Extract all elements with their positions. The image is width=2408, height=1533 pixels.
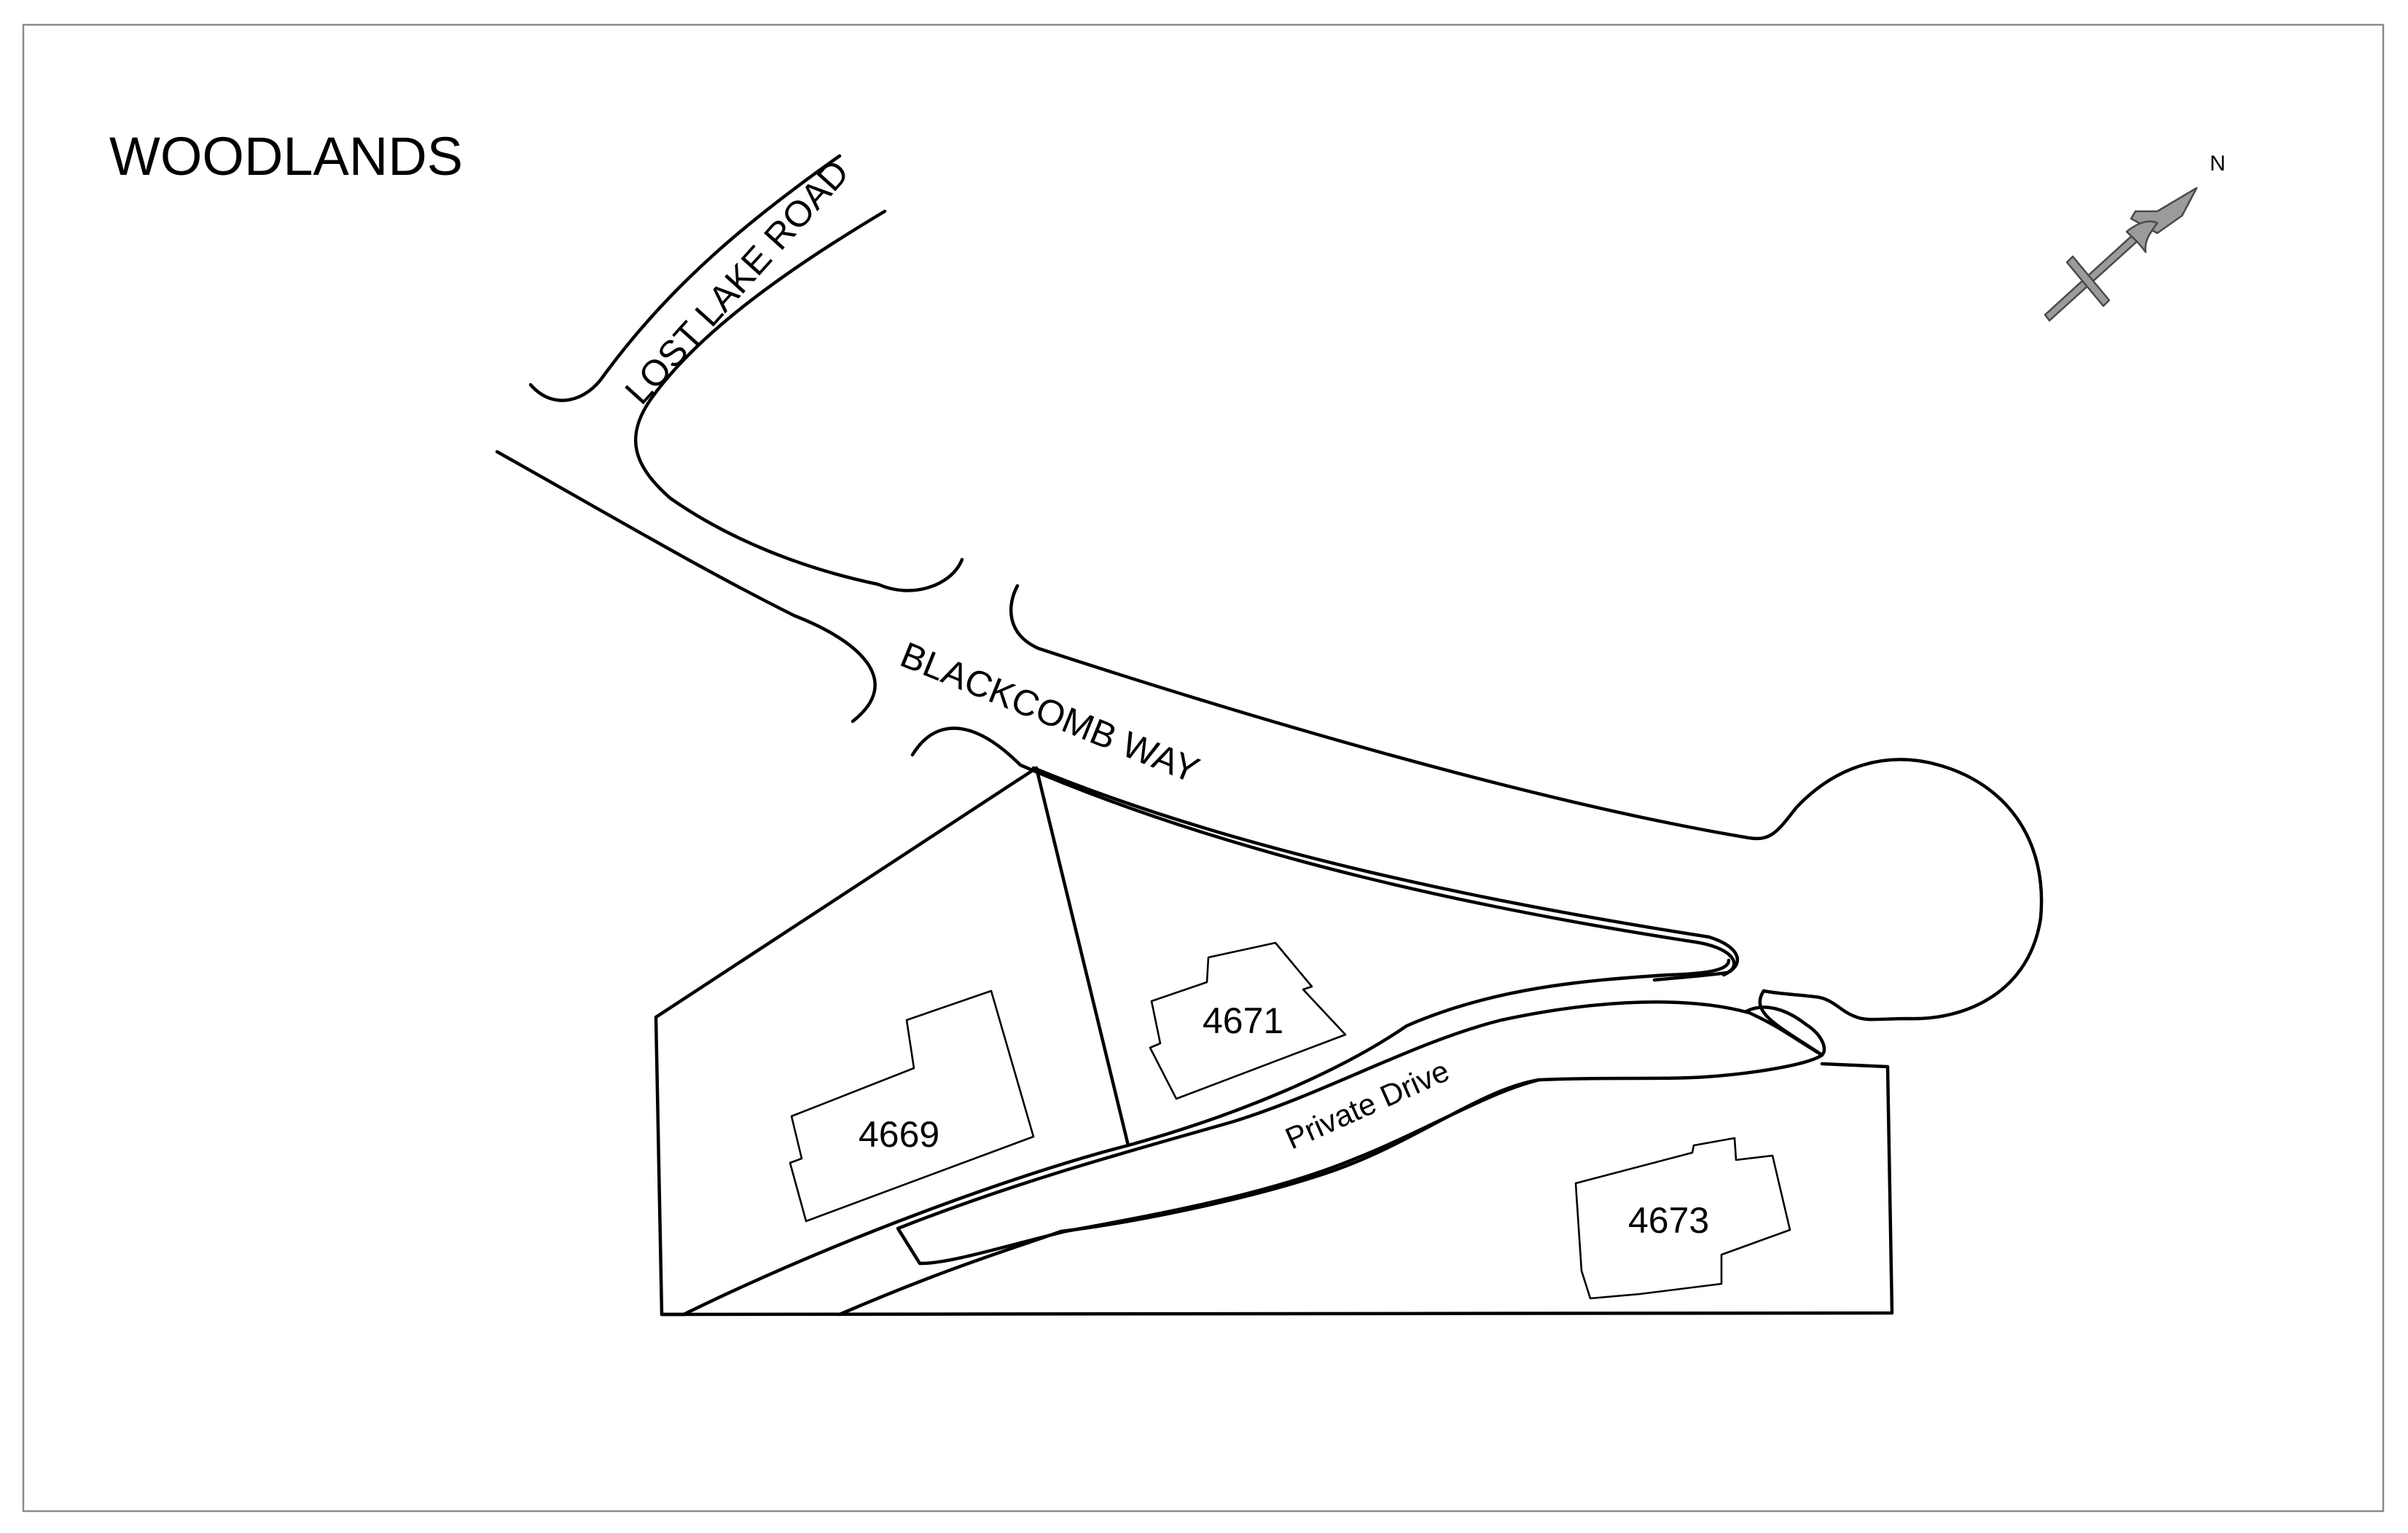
lost-lake-road-label: LOST LAKE ROAD [617, 152, 857, 412]
south-boundary [660, 1062, 1894, 1317]
lost-lake-road: LOST LAKE ROAD [528, 152, 964, 592]
lost-lake-road-west-edge [528, 154, 842, 402]
lot-4669-4671-divider [1034, 766, 1130, 1148]
lot-number: 4671 [1203, 1000, 1283, 1041]
lot-4673: 4673 [1574, 1137, 1791, 1300]
house-footprint [1574, 1137, 1791, 1300]
north-arrow-icon: N [2044, 152, 2226, 322]
north-arrow-flare [2125, 220, 2159, 254]
house-footprint [789, 989, 1035, 1223]
blackcomb-way-north-edge [1009, 584, 2044, 1022]
blackcomb-way-south-edge [910, 726, 1736, 982]
north-arrow-crossbar [2065, 255, 2111, 307]
cul-de-sac-inner-arc [1744, 1005, 1826, 1057]
north-arrow-shaft [2044, 224, 2149, 322]
lot-4669: 4669 [789, 989, 1035, 1223]
blackcomb-way-label: BLACKCOMB WAY [895, 634, 1205, 791]
private-drive-north-edge [681, 958, 1731, 1317]
blackcomb-way-median [1031, 766, 1739, 977]
private-drive-inner-loop [896, 1000, 1824, 1266]
lot-4669-boundary [654, 766, 1039, 1317]
house-footprint [1149, 941, 1347, 1100]
lot-number: 4673 [1628, 1200, 1709, 1241]
lot-4671: 4671 [1149, 941, 1347, 1100]
map-frame [22, 23, 2385, 1513]
blackcomb-way-west-edge [495, 450, 877, 724]
private-drive-south-edge [837, 1078, 1541, 1317]
lost-lake-road-east-edge [634, 209, 964, 592]
map-title: WOODLANDS [109, 126, 463, 187]
lot-4673-north-boundary [1537, 989, 1824, 1082]
north-label: N [2210, 152, 2226, 176]
blackcomb-way: BLACKCOMB WAY [495, 450, 2044, 1022]
property-boundary [654, 766, 1894, 1317]
lot-number: 4669 [859, 1114, 939, 1155]
